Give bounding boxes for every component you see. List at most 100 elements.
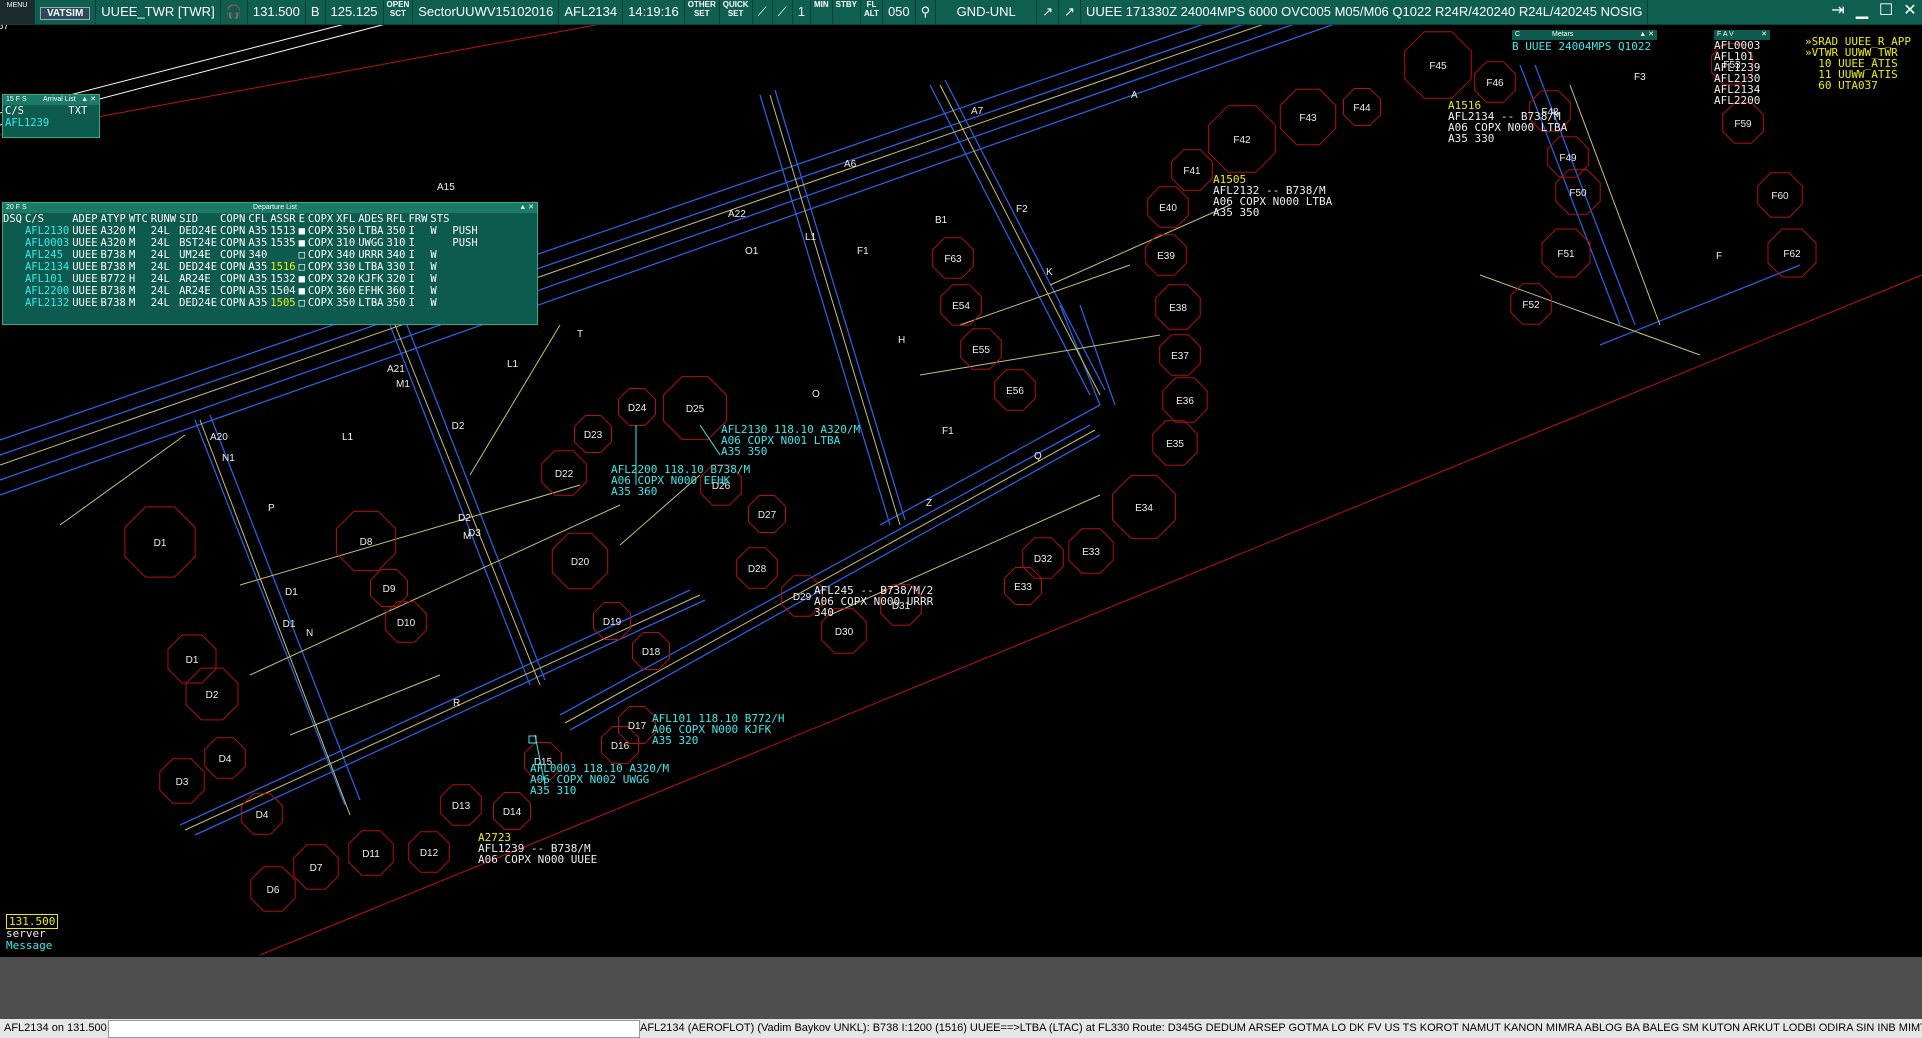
dep-cell[interactable]: H <box>128 273 136 285</box>
antenna-icon[interactable]: ⚲ <box>916 0 937 24</box>
stand-label[interactable]: F45 <box>1429 61 1447 72</box>
dep-cell[interactable]: 24L <box>150 249 170 261</box>
headset-icon[interactable]: 🎧 <box>221 0 248 24</box>
dep-cell[interactable]: ■ <box>298 273 305 285</box>
stand-label[interactable]: D11 <box>362 849 380 860</box>
stand-label[interactable]: F42 <box>1233 135 1251 146</box>
dep-cell[interactable]: AFL0003 <box>24 237 70 249</box>
position-callsign[interactable]: UUEE_TWR [TWR] <box>96 0 221 24</box>
stand-label[interactable]: D2 <box>206 690 219 701</box>
dep-cell[interactable] <box>3 225 25 237</box>
dep-cell[interactable]: AR24E <box>179 285 211 297</box>
stand-label[interactable]: D1 <box>154 538 167 549</box>
dep-cell[interactable]: W <box>430 297 437 309</box>
secondary-frequency[interactable]: 125.125 <box>326 0 384 24</box>
stand-label[interactable]: D4 <box>256 810 269 821</box>
dep-header[interactable]: ATYP <box>100 213 126 225</box>
dep-cell[interactable]: DED24E <box>179 297 218 309</box>
dep-cell[interactable]: UUEE <box>72 237 98 249</box>
stand-label[interactable]: F43 <box>1299 113 1317 124</box>
dep-cell[interactable]: AFL101 <box>24 273 63 285</box>
dep-cell[interactable]: 1516 <box>270 261 296 273</box>
dep-cell[interactable]: UUEE <box>72 273 98 285</box>
dep-cell[interactable]: 340 <box>386 249 406 261</box>
dep-cell[interactable]: I <box>408 249 415 261</box>
dep-header[interactable]: RFL <box>386 213 406 225</box>
stand-label[interactable]: D32 <box>1034 554 1053 565</box>
dep-cell[interactable]: M <box>128 297 136 309</box>
dep-cell[interactable]: A35 <box>248 285 268 297</box>
stand-label[interactable]: D30 <box>835 627 854 638</box>
dep-cell[interactable]: UUEE <box>72 297 98 309</box>
stand-label[interactable]: D6 <box>267 885 280 896</box>
dep-cell[interactable]: DED24E <box>179 225 218 237</box>
close-icon[interactable]: ▲ ✕ <box>1639 31 1654 38</box>
dep-cell[interactable] <box>452 285 480 297</box>
dep-cell[interactable]: AFL2200 <box>24 285 70 297</box>
dep-cell[interactable]: 330 <box>386 261 406 273</box>
dep-cell[interactable]: W <box>430 225 437 237</box>
dep-cell[interactable]: COPX <box>307 261 334 273</box>
altitude-filter[interactable]: GND-UNL <box>936 0 1038 24</box>
dep-cell[interactable]: A320 <box>100 237 126 249</box>
stand-label[interactable]: D31 <box>892 601 911 612</box>
dep-cell[interactable]: AFL2130 <box>24 225 70 237</box>
dep-header[interactable]: SID <box>179 213 199 225</box>
dep-header[interactable]: RUNW <box>150 213 177 225</box>
dep-cell[interactable]: A35 <box>248 261 268 273</box>
close-icon[interactable]: ▲ ✕ <box>519 204 534 211</box>
dep-cell[interactable]: I <box>408 297 415 309</box>
dep-cell[interactable]: I <box>408 273 415 285</box>
dep-header[interactable]: COPX <box>307 213 334 225</box>
dep-header[interactable]: XFL <box>336 213 356 225</box>
stand-label[interactable]: E40 <box>1159 203 1177 214</box>
dep-cell[interactable]: 24L <box>150 237 170 249</box>
dep-cell[interactable]: UWGG <box>358 237 384 249</box>
stand-label[interactable]: D16 <box>611 741 630 752</box>
dep-cell[interactable]: M <box>128 249 136 261</box>
dep-cell[interactable]: DED24E <box>179 261 218 273</box>
metars-panel[interactable]: C Metars▲ ✕ B UUEE 24004MPS Q1022 <box>1512 30 1657 54</box>
dep-cell[interactable]: W <box>430 249 437 261</box>
arrival-row-callsign[interactable]: AFL1239 <box>5 117 50 129</box>
stand-label[interactable]: D13 <box>452 801 471 812</box>
dep-cell[interactable]: 24L <box>150 261 170 273</box>
stand-label[interactable]: D1 <box>186 655 199 666</box>
dep-cell[interactable]: 24L <box>150 273 170 285</box>
dep-cell[interactable]: AFL2134 <box>24 261 70 273</box>
dep-cell[interactable]: 24L <box>150 285 170 297</box>
dep-cell[interactable]: I <box>408 261 415 273</box>
dep-cell[interactable]: A35 <box>248 297 268 309</box>
dep-cell[interactable] <box>3 237 25 249</box>
menu-button[interactable]: MENU <box>0 0 35 24</box>
dep-cell[interactable]: COPN <box>220 237 246 249</box>
dep-cell[interactable]: 350 <box>386 297 406 309</box>
dep-cell[interactable]: 310 <box>386 237 406 249</box>
stand-label[interactable]: E55 <box>972 345 990 356</box>
stand-label[interactable]: E38 <box>1169 303 1187 314</box>
stand-label[interactable]: E35 <box>1166 439 1184 450</box>
separation-tool-icon[interactable]: ⟋ <box>773 0 793 24</box>
dep-cell[interactable]: M <box>128 225 136 237</box>
dep-cell[interactable]: W <box>430 273 437 285</box>
atis-item[interactable]: 10 UUEE_ATIS <box>1805 57 1898 70</box>
dep-cell[interactable]: ■ <box>298 225 305 237</box>
stand-label[interactable]: F60 <box>1771 191 1789 202</box>
dep-cell[interactable]: COPN <box>220 273 246 285</box>
dep-cell[interactable]: □ <box>298 261 305 273</box>
stand-label[interactable]: F53 <box>1723 60 1741 71</box>
atis-item[interactable]: 11 UUWW_ATIS <box>1805 68 1898 81</box>
stand-label[interactable]: E57 <box>0 25 9 32</box>
aircraft-list-item[interactable]: AFL2134 <box>1714 83 1761 96</box>
dep-cell[interactable]: A35 <box>248 273 268 285</box>
chat-frequency[interactable]: 131.500 <box>6 914 59 929</box>
dep-cell[interactable]: B772 <box>100 273 126 285</box>
dep-cell[interactable]: KJFK <box>358 273 384 285</box>
